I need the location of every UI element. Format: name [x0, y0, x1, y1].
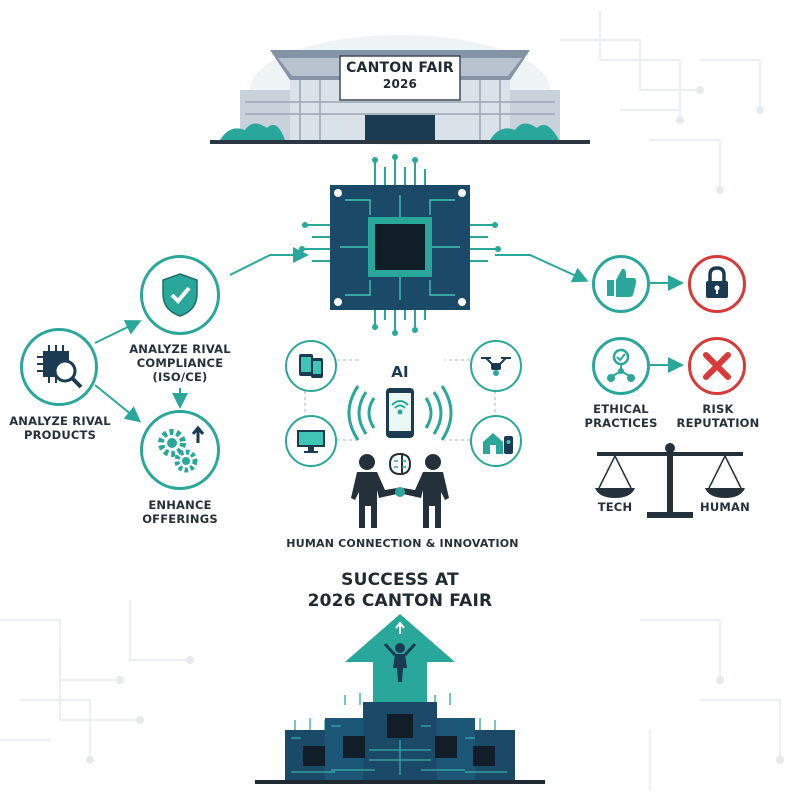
drone-icon: [481, 357, 511, 376]
x-mark-icon: [703, 352, 731, 380]
ai-label: AI: [391, 363, 409, 381]
banner-title: CANTON FAIR 2026: [346, 60, 454, 91]
human-label: HUMAN: [700, 500, 750, 514]
mobile-devices-icon: [299, 354, 323, 378]
lock-icon: [706, 266, 728, 298]
analyze-compliance-circle: [140, 255, 220, 335]
ai-smartphone-icon: [347, 385, 453, 441]
tech-label: TECH: [597, 500, 633, 514]
human-handshake-illustration: [351, 453, 449, 528]
human-connection-caption: HUMAN CONNECTION & INNOVATION: [286, 537, 519, 550]
success-growth-illustration: [255, 614, 545, 784]
thumbs-up-icon: [607, 268, 637, 297]
balance-scale-icon: [595, 443, 745, 518]
convention-center-illustration: [210, 35, 590, 145]
smart-home-icon: [483, 433, 513, 454]
central-ai-chip: [299, 154, 501, 336]
desktop-monitor-icon: [297, 430, 325, 453]
chip-magnifier-icon: [37, 345, 83, 389]
shield-check-icon: [162, 273, 198, 317]
ethics-network-icon: [607, 348, 635, 382]
analyze-products-circle: [20, 328, 98, 406]
gears-icon: [158, 425, 205, 473]
